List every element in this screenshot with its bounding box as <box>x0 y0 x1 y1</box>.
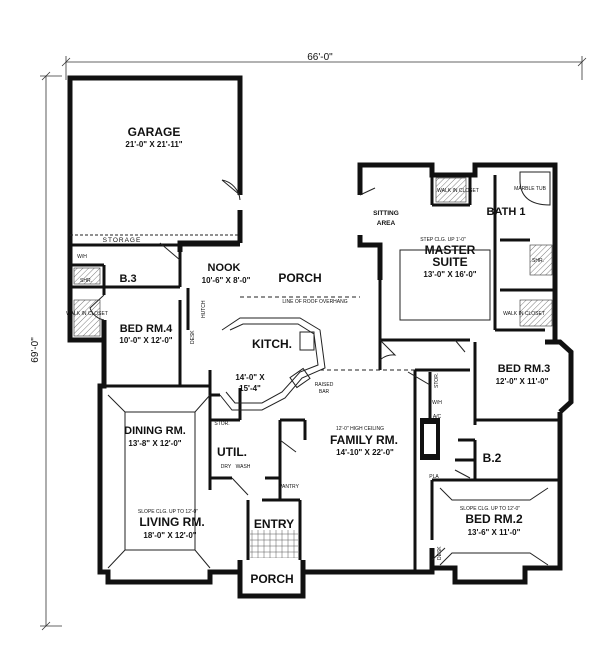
closet-hatch-3 <box>519 299 553 327</box>
width-dimension: 66'-0" <box>307 52 333 63</box>
garage-size: 21'-0" X 21'-11" <box>125 140 182 149</box>
dimension-width <box>61 56 587 80</box>
living-ceiling-note: SLOPE CLG. UP TO 12'-0" <box>138 509 198 515</box>
bed4-label: BED RM.4 <box>120 323 173 335</box>
marble-tub <box>519 171 551 206</box>
family-label: FAMILY RM. <box>330 433 398 447</box>
shower-2 <box>529 244 553 276</box>
dining-size: 13'-8" X 12'-0" <box>128 439 181 448</box>
shower-1 <box>73 267 101 285</box>
bed2-label: BED RM.2 <box>465 512 523 526</box>
labels: 66'-0" 69'-0" GARAGE 21'-0" X 21'-11" ST… <box>30 52 550 586</box>
exterior-walls <box>67 75 574 599</box>
nook-size: 10'-6" X 8'-0" <box>202 276 251 285</box>
family-ceiling-note: 12'-0" HIGH CEILING <box>336 426 384 432</box>
util-label: UTIL. <box>217 445 247 459</box>
bed3-size: 12'-0" X 11'-0" <box>496 377 549 386</box>
walk-in-closet-2: WALK IN CLOSET <box>437 188 479 194</box>
fireplace <box>420 418 440 460</box>
raised-bar-line2: BAR <box>319 389 330 395</box>
master-suite-line1: MASTER <box>425 243 476 257</box>
nook-label: NOOK <box>208 262 241 274</box>
bed2-ceiling-note: SLOPE CLG. UP TO 12'-0" <box>460 506 520 512</box>
depth-dimension: 69'-0" <box>30 337 41 363</box>
ac-label: A/C <box>433 414 442 420</box>
kitchen-sink <box>289 367 311 389</box>
roof-overhang-note: LINE OF ROOF OVERHANG <box>282 299 347 305</box>
b3-label: B.3 <box>119 273 136 285</box>
bed2-size: 13'-6" X 11'-0" <box>468 528 521 537</box>
walk-in-closet-1: WALK IN CLOSET <box>66 311 108 317</box>
stor-label-2: STOR. <box>214 421 229 427</box>
raised-bar-line1: RAISED <box>315 382 334 388</box>
pantry-label: PANTRY <box>279 484 299 490</box>
shr-label-1: SHR. <box>80 278 92 284</box>
stor-label-1: STOR. <box>434 373 440 388</box>
bed4-size: 10'-0" X 12'-0" <box>119 336 172 345</box>
bed3-label: BED RM.3 <box>498 363 551 375</box>
walk-in-closet-3: WALK IN CLOSET <box>503 311 545 317</box>
kitchen-counter <box>219 317 326 411</box>
hutch-label: HUTCH <box>201 300 207 318</box>
step-clg-note: STEP CLG. UP 1'-0" <box>420 237 466 243</box>
dimension-depth <box>40 71 62 631</box>
front-porch-label: PORCH <box>250 572 293 586</box>
wh-label-2: W/H <box>432 400 442 406</box>
kitchen-range <box>299 331 315 351</box>
marble-tub-label: MARBLE TUB <box>514 186 547 192</box>
wash-label: WASH <box>236 464 251 470</box>
plant-label: PLA <box>429 474 439 480</box>
entry-label: ENTRY <box>254 517 294 531</box>
dining-label: DINING RM. <box>124 425 186 437</box>
dry-label: DRY <box>221 464 232 470</box>
entry-tile <box>250 530 298 558</box>
family-size: 14'-10" X 22'-0" <box>336 448 394 457</box>
b2-label: B.2 <box>483 451 502 465</box>
closet-hatch-2 <box>435 177 467 203</box>
storage-label: STORAGE <box>103 237 142 244</box>
kitchen-label: KITCH. <box>252 337 292 351</box>
master-step-ceiling <box>399 249 491 321</box>
living-size: 18'-0" X 12'-0" <box>143 531 196 540</box>
master-suite-size: 13'-0" X 16'-0" <box>423 270 476 279</box>
kitchen-size-line1: 14'-0" X <box>235 373 265 382</box>
rear-porch-label: PORCH <box>278 271 321 285</box>
master-suite-line2: SUITE <box>432 255 467 269</box>
living-label: LIVING RM. <box>139 515 204 529</box>
sitting-area-line1: SITTING <box>373 210 399 217</box>
bath1-label: BATH 1 <box>487 206 526 218</box>
sitting-area-line2: AREA <box>377 220 396 227</box>
shr-label-2: SHR. <box>532 258 544 264</box>
wh-label: W/H <box>77 254 87 260</box>
desk-label-1: DESK <box>190 330 196 344</box>
desk-label-2: DESK <box>437 546 443 560</box>
kitchen-size-line2: 15'-4" <box>239 384 261 393</box>
closet-hatch-1 <box>73 299 101 337</box>
garage-label: GARAGE <box>128 125 181 139</box>
ceiling-lines <box>107 394 549 569</box>
